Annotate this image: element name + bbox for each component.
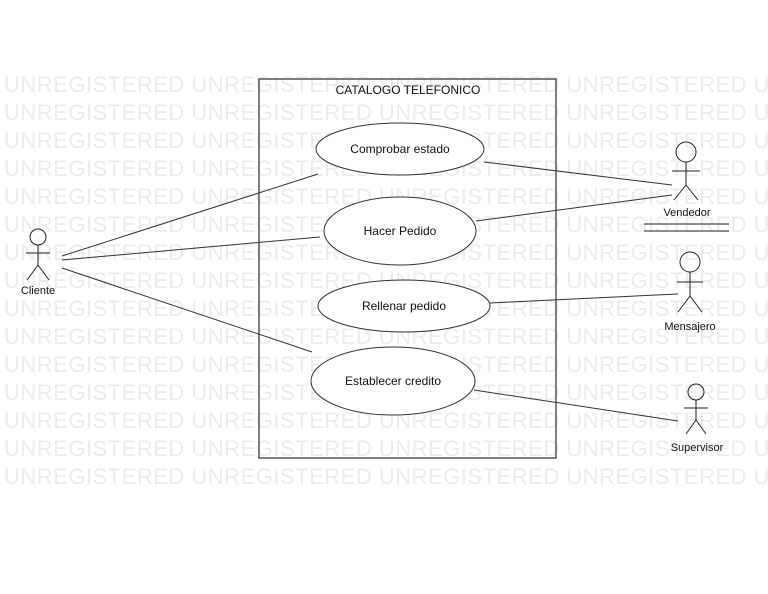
actor-label-vendedor: Vendedor xyxy=(663,207,710,219)
actor-head-icon xyxy=(29,228,47,246)
association-vendedor-comprobar[interactable] xyxy=(483,161,673,186)
association-supervisor-establecer[interactable] xyxy=(473,389,679,422)
use-case-label: Rellenar pedido xyxy=(362,299,446,313)
actor-label-supervisor: Supervisor xyxy=(671,442,724,454)
actor-supervisor[interactable] xyxy=(684,383,708,435)
use-case-label: Hacer Pedido xyxy=(364,224,437,238)
associations xyxy=(61,161,679,422)
association-cliente-comprobar[interactable] xyxy=(61,173,319,257)
actor-head-icon xyxy=(687,383,705,401)
actor-label-mensajero: Mensajero xyxy=(664,321,715,333)
actor-label-cliente: Cliente xyxy=(21,285,55,297)
use-case-label: Comprobar estado xyxy=(350,142,450,156)
association-cliente-hacer[interactable] xyxy=(61,236,321,261)
use-case-comprobar[interactable]: Comprobar estado xyxy=(315,122,485,176)
use-case-hacer[interactable]: Hacer Pedido xyxy=(323,196,477,266)
actor-cliente[interactable] xyxy=(26,228,50,281)
association-cliente-establecer[interactable] xyxy=(61,267,313,353)
use-case-rellenar[interactable]: Rellenar pedido xyxy=(317,279,491,333)
system-title: CATALOGO TELEFONICO xyxy=(336,83,481,97)
system-boundary[interactable] xyxy=(258,78,557,459)
association-vendedor-hacer[interactable] xyxy=(475,194,673,222)
actor-head-icon xyxy=(675,141,697,163)
vendedor-underline xyxy=(644,223,729,232)
use-case-establecer[interactable]: Establecer credito xyxy=(310,346,476,416)
use-case-label: Establecer credito xyxy=(345,374,441,388)
association-mensajero-rellenar[interactable] xyxy=(489,293,679,304)
actor-mensajero[interactable] xyxy=(677,251,703,313)
actor-vendedor[interactable] xyxy=(672,141,700,201)
actor-head-icon xyxy=(679,251,701,273)
